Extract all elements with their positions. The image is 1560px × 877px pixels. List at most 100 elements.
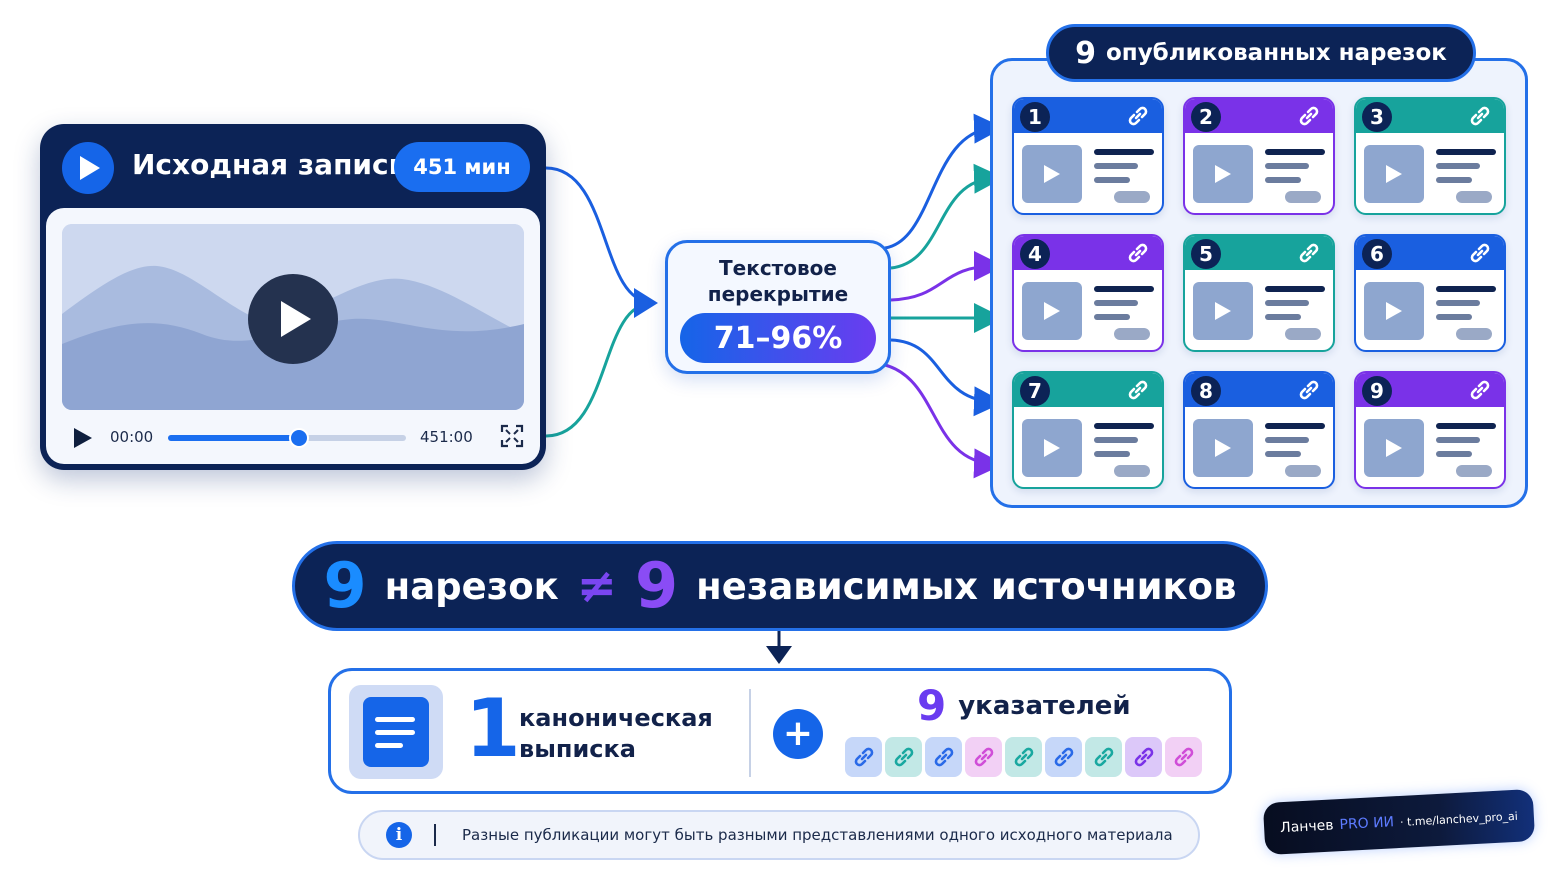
clip-thumbnail-play-icon[interactable]: [1193, 282, 1253, 340]
clip-button[interactable]: [1285, 191, 1321, 203]
clip-text-line: [1265, 314, 1301, 320]
fullscreen-icon[interactable]: [500, 424, 524, 448]
link-icon[interactable]: [1297, 380, 1321, 404]
banner-word-left: нарезок: [384, 564, 559, 608]
overlap-label: Текстовое перекрытие: [668, 255, 888, 307]
link-icon[interactable]: [1297, 106, 1321, 130]
comparison-banner: 9 нарезок ≠ 9 независимых источников: [292, 541, 1268, 631]
pointer-link-icon: [1045, 737, 1082, 777]
clip-number: 3: [1362, 102, 1392, 132]
clip-text-line: [1436, 451, 1472, 457]
clip-number: 7: [1020, 376, 1050, 406]
clip-card-1[interactable]: 1: [1012, 97, 1164, 215]
clip-card-2[interactable]: 2: [1183, 97, 1335, 215]
link-icon[interactable]: [1468, 106, 1492, 130]
canonical-label: каноническая выписка: [519, 703, 713, 765]
clip-number: 8: [1191, 376, 1221, 406]
clip-card-4[interactable]: 4: [1012, 234, 1164, 352]
clip-thumbnail-play-icon[interactable]: [1193, 419, 1253, 477]
pointer-link-icon: [1125, 737, 1162, 777]
pointer-chips: [845, 737, 1202, 777]
clip-text-line: [1094, 149, 1154, 155]
clip-button[interactable]: [1456, 465, 1492, 477]
canonical-label-line1: каноническая: [519, 704, 713, 732]
clip-text-line: [1094, 163, 1138, 169]
clip-card-3[interactable]: 3: [1354, 97, 1506, 215]
banner-word-right: независимых источников: [696, 564, 1237, 608]
banner-number-right: 9: [635, 549, 679, 622]
published-title-text: опубликованных нарезок: [1106, 40, 1447, 66]
link-icon[interactable]: [1468, 380, 1492, 404]
clip-card-5[interactable]: 5: [1183, 234, 1335, 352]
clip-thumbnail-play-icon[interactable]: [1364, 419, 1424, 477]
link-icon[interactable]: [1468, 243, 1492, 267]
source-title: Исходная запись: [132, 148, 407, 181]
clip-text-line: [1094, 177, 1130, 183]
clip-number: 5: [1191, 239, 1221, 269]
source-play-icon[interactable]: [62, 142, 114, 194]
clip-button[interactable]: [1114, 191, 1150, 203]
pointer-count: 9: [917, 681, 947, 730]
clip-text-line: [1265, 149, 1325, 155]
clip-text-line: [1436, 437, 1480, 443]
watermark-author: Ланчев: [1279, 817, 1334, 837]
summary-divider: [749, 689, 751, 777]
pointer-link-icon: [845, 737, 882, 777]
time-start: 00:00: [110, 428, 154, 446]
published-count: 9: [1075, 35, 1096, 71]
clip-button[interactable]: [1456, 328, 1492, 340]
text-overlap-node: Текстовое перекрытие 71–96%: [665, 240, 891, 374]
progress-slider[interactable]: [168, 428, 406, 448]
watermark-link: · t.me/lanchev_pro_ai: [1399, 809, 1519, 829]
pointer-link-icon: [965, 737, 1002, 777]
clip-card-9[interactable]: 9: [1354, 371, 1506, 489]
progress-knob[interactable]: [288, 428, 309, 448]
clip-text-line: [1265, 300, 1309, 306]
overlap-to-clip-1: [884, 113, 1004, 250]
pointer-link-icon: [1005, 737, 1042, 777]
overlap-label-line1: Текстовое: [719, 256, 837, 280]
clip-thumbnail-play-icon[interactable]: [1022, 282, 1082, 340]
player-controls: 00:00 451:00: [46, 420, 540, 454]
clip-button[interactable]: [1285, 328, 1321, 340]
clip-text-line: [1436, 300, 1480, 306]
clip-text-line: [1265, 177, 1301, 183]
overlap-range-badge: 71–96%: [680, 313, 876, 363]
document-icon: [349, 685, 443, 779]
clip-text-line: [1436, 163, 1480, 169]
clip-card-6[interactable]: 6: [1354, 234, 1506, 352]
clip-number: 1: [1020, 102, 1050, 132]
video-play-icon[interactable]: [248, 274, 338, 364]
overlap-to-clip-6: [884, 363, 1004, 479]
clip-button[interactable]: [1285, 465, 1321, 477]
plus-icon: +: [773, 709, 823, 759]
clip-text-line: [1436, 314, 1472, 320]
link-icon[interactable]: [1297, 243, 1321, 267]
clip-card-8[interactable]: 8: [1183, 371, 1335, 489]
clip-thumbnail-play-icon[interactable]: [1022, 419, 1082, 477]
clip-thumbnail-play-icon[interactable]: [1364, 282, 1424, 340]
clip-text-line: [1436, 423, 1496, 429]
video-frame[interactable]: [62, 224, 524, 410]
clip-button[interactable]: [1114, 465, 1150, 477]
link-icon[interactable]: [1126, 243, 1150, 267]
clip-text-line: [1094, 300, 1138, 306]
pointer-link-icon: [925, 737, 962, 777]
play-control-icon[interactable]: [74, 428, 92, 448]
clip-button[interactable]: [1114, 328, 1150, 340]
source-recording-panel: Исходная запись 451 мин 00:00 451:00: [40, 124, 546, 470]
link-icon[interactable]: [1126, 106, 1150, 130]
pointer-link-icon: [1085, 737, 1122, 777]
clip-text-line: [1265, 163, 1309, 169]
clip-number: 4: [1020, 239, 1050, 269]
clip-card-7[interactable]: 7: [1012, 371, 1164, 489]
clip-number: 6: [1362, 239, 1392, 269]
clip-thumbnail-play-icon[interactable]: [1022, 145, 1082, 203]
clip-thumbnail-play-icon[interactable]: [1364, 145, 1424, 203]
link-icon[interactable]: [1126, 380, 1150, 404]
clip-thumbnail-play-icon[interactable]: [1193, 145, 1253, 203]
clip-button[interactable]: [1456, 191, 1492, 203]
progress-fill: [168, 435, 299, 441]
